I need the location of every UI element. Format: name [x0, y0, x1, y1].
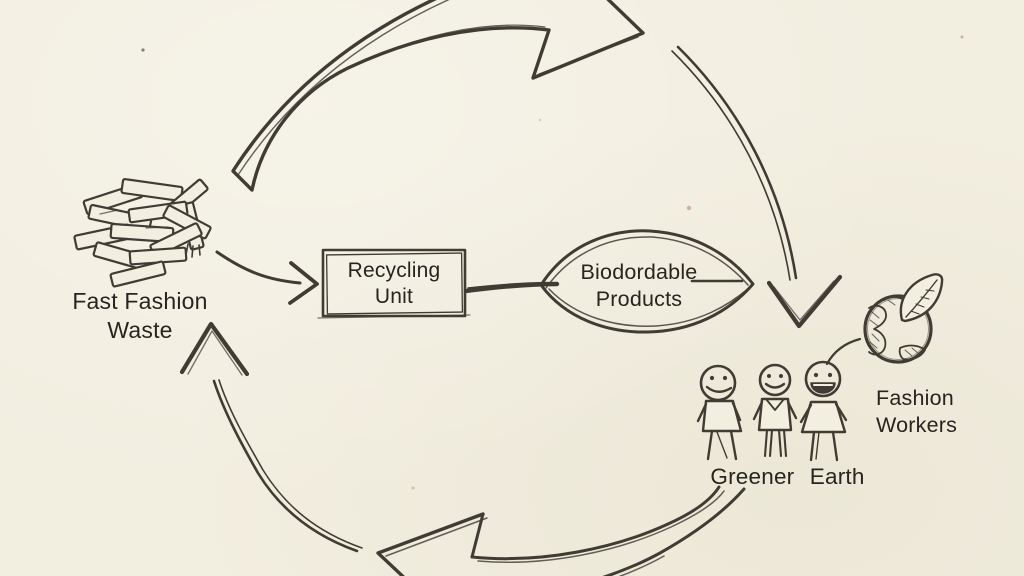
person-2 [752, 363, 798, 458]
label-fast-fashion-waste: Fast Fashion Waste [72, 288, 208, 343]
person-to-globe-curve [825, 337, 862, 366]
three-people-icon [696, 337, 862, 462]
cycle-arrow-bottom [376, 485, 746, 576]
person-3 [799, 360, 848, 462]
globe-continents [868, 295, 926, 361]
label-fashion-workers: Fashion Workers [876, 386, 958, 437]
leaf-on-globe [899, 273, 944, 323]
fabric-scraps-icon [73, 178, 212, 288]
globe-hatching [869, 299, 920, 357]
label-greener-earth: Greener Earth [710, 464, 865, 489]
leaf-outline-shape [539, 229, 755, 334]
cycle-arrow-left-up [179, 321, 363, 553]
label-biodordable-products: Biodordable Products [580, 260, 698, 311]
waste-to-unit-arrow [215, 250, 319, 305]
paper-speck-dots [141, 35, 964, 490]
globe-leaf-icon [863, 273, 944, 364]
recycling-unit-box [317, 248, 471, 319]
person-1 [696, 364, 743, 461]
cycle-arrow-right-down [671, 45, 843, 329]
cycle-arrow-top [231, 0, 645, 192]
label-recycling-unit: Recycling Unit [347, 259, 441, 308]
